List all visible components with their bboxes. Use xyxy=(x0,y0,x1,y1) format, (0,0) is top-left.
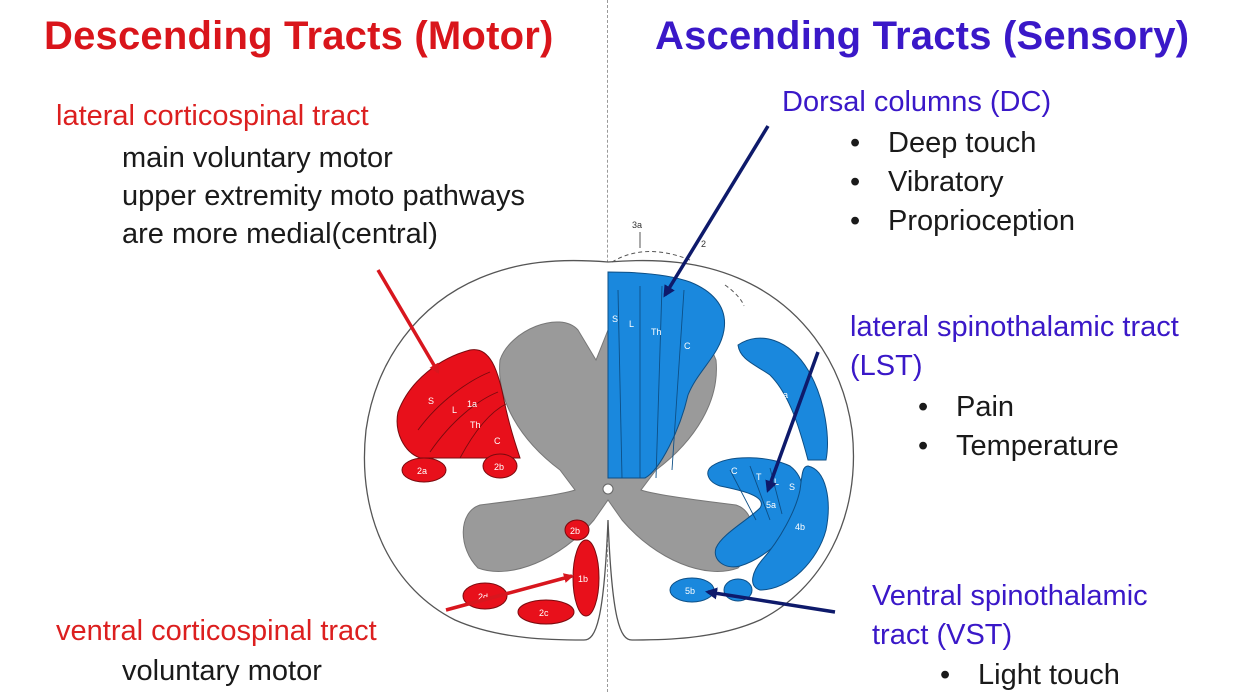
lct-label-s: S xyxy=(428,396,434,406)
lct-title: lateral corticospinal tract xyxy=(56,100,369,132)
lct-line-2: upper extremity moto pathways xyxy=(122,180,525,212)
tract-4a xyxy=(737,337,828,461)
lct-line-3: are more medial(central) xyxy=(122,218,438,250)
dorsal-column xyxy=(607,271,726,479)
label-2: 2 xyxy=(701,239,706,249)
arrow-lst xyxy=(765,351,820,493)
tract-2b xyxy=(482,453,518,479)
tract-4b xyxy=(752,465,829,591)
vst-title-line1: Ventral spinothalamic xyxy=(872,580,1148,612)
marker-arc-2 xyxy=(724,284,745,307)
label-2b: 2b xyxy=(494,462,504,472)
lct-lamina-lines xyxy=(417,371,507,459)
dc-item: Proprioception xyxy=(842,202,1075,241)
lst-title-line2: (LST) xyxy=(850,350,923,382)
arrow-dc xyxy=(663,125,770,298)
lst-label-l: L xyxy=(774,477,779,487)
tract-2b-lower xyxy=(564,519,590,541)
label-2c: 2c xyxy=(539,608,549,618)
marker-arc-3a xyxy=(611,251,691,263)
label-1a: 1a xyxy=(467,399,477,409)
arrow-vct xyxy=(445,573,574,612)
lct-label-th: Th xyxy=(470,420,481,430)
label-5a: 5a xyxy=(766,500,776,510)
arrow-lct xyxy=(376,269,440,374)
lst-label-s: S xyxy=(789,482,795,492)
vct-line-1: voluntary motor xyxy=(122,655,322,687)
central-canal xyxy=(602,483,614,495)
vst-list: Light touch xyxy=(932,656,1120,695)
label-4b: 4b xyxy=(795,522,805,532)
dc-title: Dorsal columns (DC) xyxy=(782,86,1052,118)
lst-item: Pain xyxy=(910,388,1119,427)
label-1b: 1b xyxy=(578,574,588,584)
vst-title-line2: tract (VST) xyxy=(872,619,1013,651)
lct-label-c: C xyxy=(494,436,501,446)
descending-heading: Descending Tracts (Motor) xyxy=(44,14,554,58)
dc-item: Vibratory xyxy=(842,163,1075,202)
vct-title: ventral corticospinal tract xyxy=(56,615,377,647)
arrow-vst xyxy=(705,587,836,614)
dc-label-s: S xyxy=(612,314,618,324)
lst-label-t: T xyxy=(756,472,762,482)
label-2a: 2a xyxy=(417,466,427,476)
dc-label-l: L xyxy=(629,319,634,329)
vst-item: Light touch xyxy=(932,656,1120,695)
lct-line-1: main voluntary motor xyxy=(122,142,393,174)
label-2d: 2d xyxy=(478,592,488,602)
lst-title-line1: lateral spinothalamic tract xyxy=(850,311,1179,343)
dc-list: Deep touch Vibratory Proprioception xyxy=(842,124,1075,241)
dorsal-column-lamina-lines xyxy=(617,285,685,479)
tract-2a xyxy=(401,457,447,483)
dc-item: Deep touch xyxy=(842,124,1075,163)
label-4a: 4a xyxy=(778,390,788,400)
label-2b-lower: 2b xyxy=(570,526,580,536)
lct-label-l: L xyxy=(452,405,457,415)
lst-label-c: C xyxy=(731,466,738,476)
tract-2c xyxy=(517,599,575,625)
dc-label-c: C xyxy=(684,341,691,351)
ascending-heading: Ascending Tracts (Sensory) xyxy=(655,14,1190,58)
dc-label-th: Th xyxy=(651,327,662,337)
lst-item: Temperature xyxy=(910,427,1119,466)
lst-list: Pain Temperature xyxy=(910,388,1119,466)
label-5b: 5b xyxy=(685,586,695,596)
label-3a: 3a xyxy=(632,220,642,230)
